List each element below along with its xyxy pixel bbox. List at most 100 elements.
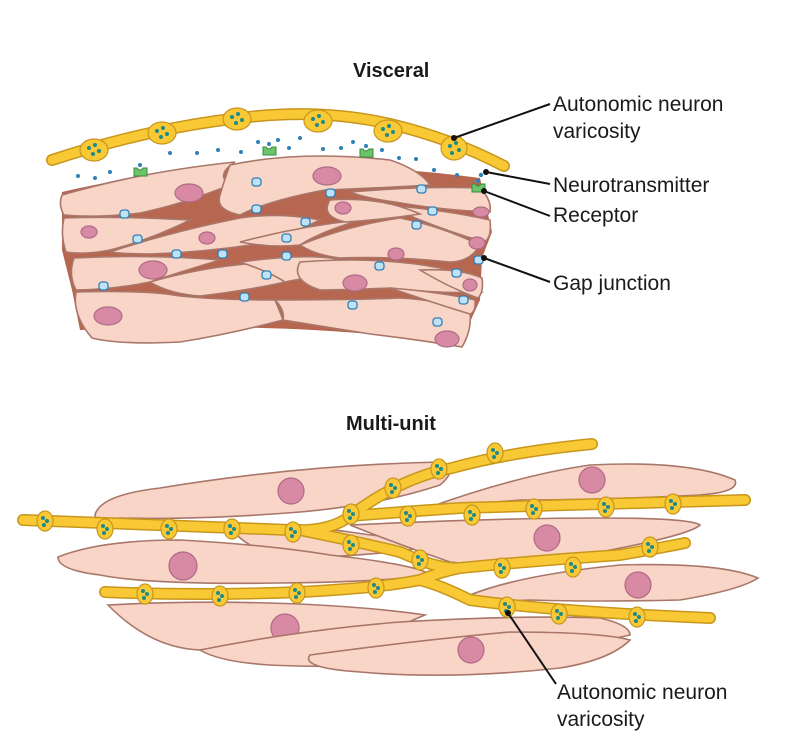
- visceral-gap-junctions: [98, 177, 484, 327]
- neurotransmitter-dot: [256, 140, 260, 144]
- gap-junction-icon: [251, 177, 262, 187]
- visceral-varicosities: [79, 107, 468, 162]
- nucleus: [434, 330, 460, 348]
- varicosity-icon: [367, 577, 385, 599]
- varicosity-icon: [373, 119, 403, 143]
- neurotransmitter-dot: [76, 174, 80, 178]
- varicosity-icon: [147, 121, 177, 145]
- varicosity-icon: [664, 493, 682, 515]
- multi-unit-muscle-cells: [57, 461, 760, 676]
- nucleus: [198, 231, 216, 245]
- multi-unit-title: Multi-unit: [346, 413, 436, 435]
- multi-unit-autonomic-neuron: [17, 438, 751, 628]
- gap-junction-icon: [281, 233, 292, 243]
- neurotransmitter-dot: [276, 138, 280, 142]
- neurotransmitter-dot: [351, 140, 355, 144]
- nucleus: [93, 306, 123, 326]
- neurotransmitter-dot: [93, 176, 97, 180]
- visceral-panel: Visceral: [46, 60, 723, 348]
- nucleus: [468, 236, 486, 250]
- varicosity-icon: [628, 606, 646, 628]
- label-receptor: Receptor: [553, 204, 638, 227]
- gap-junction-icon: [119, 209, 130, 219]
- nucleus: [174, 183, 204, 203]
- multi-unit-varicosity-leader: [507, 612, 557, 685]
- varicosity-icon: [564, 556, 582, 578]
- muscle-cell: [273, 297, 472, 348]
- varicosity-icon: [430, 458, 448, 480]
- gap-junction-icon: [217, 249, 228, 259]
- leader-dot: [483, 169, 489, 175]
- muscle-cell: [468, 563, 760, 602]
- neurotransmitter-dot: [239, 150, 243, 154]
- nucleus: [312, 166, 342, 186]
- muscle-cell: [61, 216, 194, 254]
- bound-neurotransmitter-dot: [138, 163, 142, 167]
- visceral-leader-lines: [451, 103, 551, 283]
- muscle-cell: [59, 161, 236, 217]
- leader-dot: [481, 255, 487, 261]
- neurotransmitter-dot: [216, 148, 220, 152]
- varicosity-icon: [160, 518, 178, 540]
- varicosity-icon: [463, 504, 481, 526]
- neurotransmitter-leader: [485, 171, 551, 185]
- gap-junction-icon: [432, 317, 443, 327]
- nucleus: [277, 477, 305, 505]
- gap-junction-icon: [171, 249, 182, 259]
- nucleus: [80, 225, 98, 239]
- nucleus: [578, 466, 606, 494]
- neurotransmitter-dot: [397, 156, 401, 160]
- varicosity-icon: [486, 442, 504, 464]
- leader-dot: [481, 188, 487, 194]
- leader-dot: [505, 610, 511, 616]
- gap-junction-icon: [347, 300, 358, 310]
- gap-junction-icon: [300, 217, 311, 227]
- nucleus: [138, 260, 168, 280]
- varicosity-icon: [399, 505, 417, 527]
- nucleus: [472, 206, 490, 218]
- receptor-leader: [483, 190, 551, 217]
- receptors: [133, 142, 486, 193]
- neurotransmitter-molecules: [76, 136, 484, 180]
- receptor-icon: [133, 167, 148, 177]
- gap-junction-icon: [416, 184, 427, 194]
- muscle-cell: [389, 287, 476, 315]
- varicosity-icon: [493, 557, 511, 579]
- label-multi-unit-varicosity-line1: Autonomic neuron: [557, 681, 727, 704]
- varicosity-icon: [288, 582, 306, 604]
- gap-junction-icon: [451, 268, 462, 278]
- bound-neurotransmitter-dot: [476, 179, 480, 183]
- gap-junction-icon: [239, 292, 250, 302]
- neurotransmitter-dot: [195, 151, 199, 155]
- visceral-title: Visceral: [353, 60, 429, 82]
- muscle-cell: [298, 217, 482, 263]
- neurotransmitter-dot: [432, 168, 436, 172]
- neurotransmitter-dot: [339, 146, 343, 150]
- varicosity-icon: [384, 477, 402, 499]
- neurotransmitter-dot: [478, 172, 484, 178]
- bound-neurotransmitter-dot: [364, 144, 368, 148]
- varicosity-icon: [136, 583, 154, 605]
- label-multi-unit-varicosity-line2: varicosity: [557, 708, 645, 731]
- neurotransmitter-dot: [298, 136, 302, 140]
- neurotransmitter-dot: [168, 151, 172, 155]
- receptor-icon: [359, 148, 374, 158]
- varicosity-icon: [36, 510, 54, 532]
- varicosity-icon: [79, 138, 109, 162]
- varicosity-icon: [223, 518, 241, 540]
- varicosity-icon: [525, 498, 543, 520]
- visceral-nuclei: [80, 166, 490, 348]
- nucleus: [387, 247, 405, 261]
- multi-unit-panel: Multi-unit: [17, 413, 760, 731]
- varicosity-leader: [453, 103, 551, 139]
- muscle-cell: [218, 155, 432, 216]
- varicosity-icon: [597, 496, 615, 518]
- neurotransmitter-dot: [108, 170, 112, 174]
- nucleus: [342, 274, 368, 292]
- nucleus: [334, 201, 352, 215]
- label-gap-junction: Gap junction: [553, 272, 671, 295]
- multi-unit-varicosities: [36, 442, 682, 628]
- varicosity-icon: [222, 107, 252, 131]
- nucleus: [457, 636, 485, 664]
